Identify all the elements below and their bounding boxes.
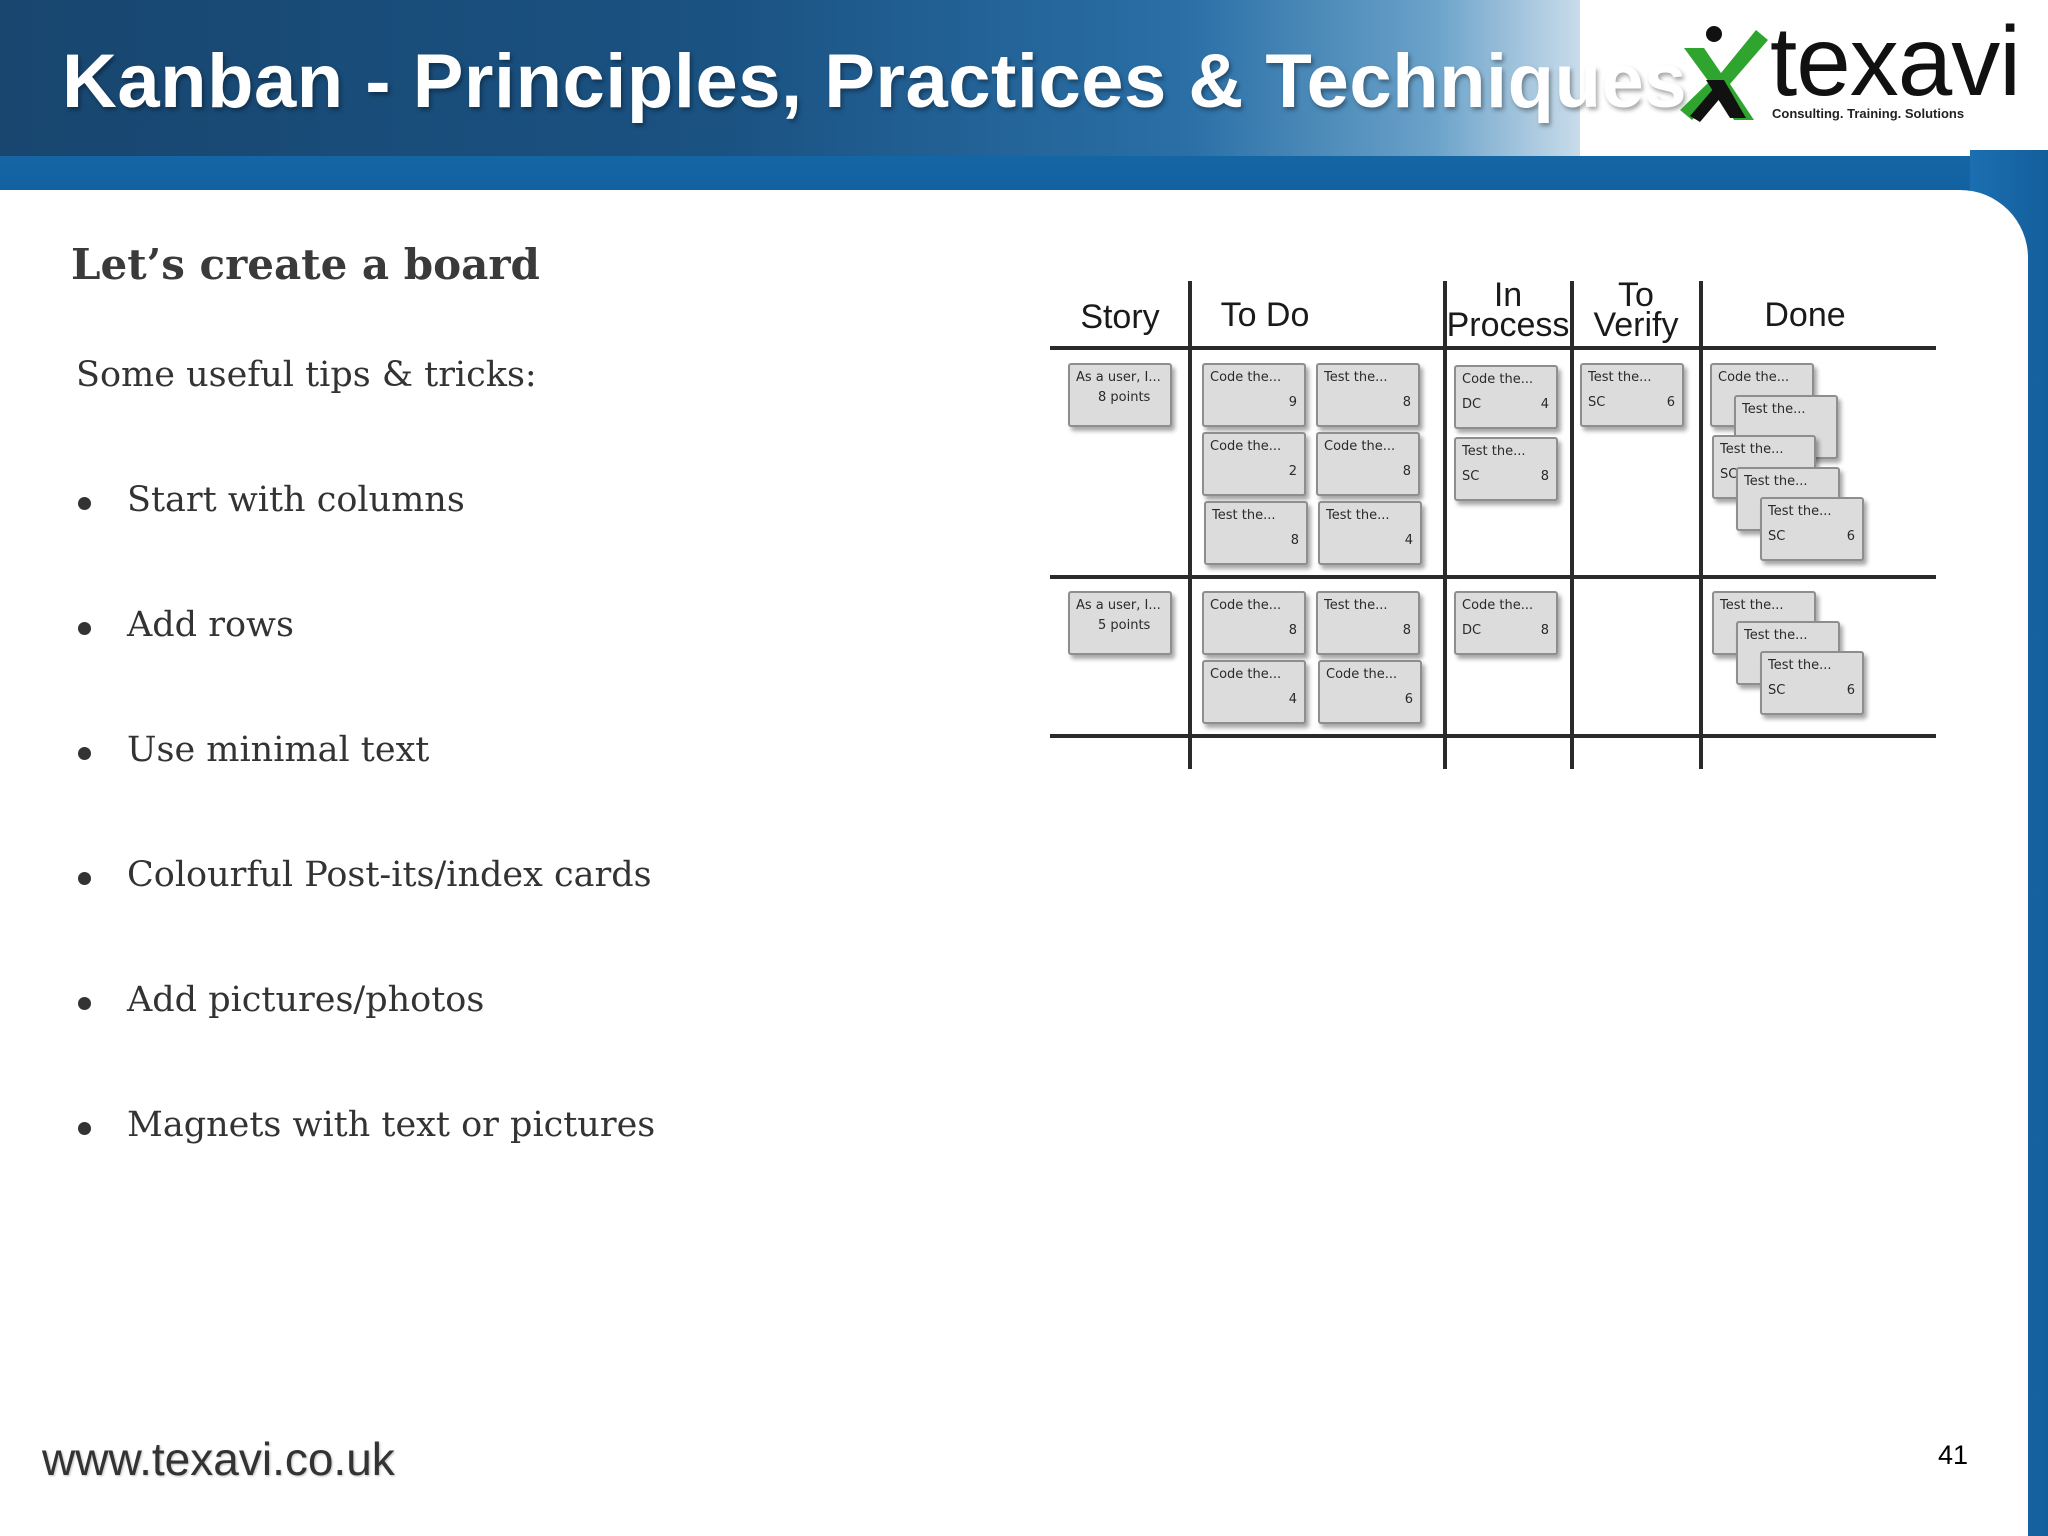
bullet-icon xyxy=(78,497,91,510)
column-header-todo: To Do xyxy=(1220,296,1310,334)
texavi-logo-icon xyxy=(1680,26,1768,122)
card: Code the...9 xyxy=(1202,363,1306,427)
page-number: 41 xyxy=(1938,1440,1969,1470)
card: Test the...8 xyxy=(1316,591,1420,655)
column-header-story: Story xyxy=(1080,298,1160,336)
logo-wordmark: texavi xyxy=(1770,6,2021,116)
column-header-done: Done xyxy=(1764,296,1846,334)
board-grid-lines xyxy=(1050,281,1936,769)
card: Code the...4 xyxy=(1202,660,1306,724)
card: As a user, I...5 points xyxy=(1068,591,1172,655)
card: Test the...8 xyxy=(1204,501,1308,565)
content-panel xyxy=(0,190,2028,1536)
logo-tagline: Consulting. Training. Solutions xyxy=(1772,106,1965,121)
column-header-to-verify: To Verify xyxy=(1593,276,1679,344)
intro-text: Some useful tips & tricks: xyxy=(76,355,537,395)
section-heading: Let’s create a board xyxy=(71,240,540,289)
column-header-in-process: In Process xyxy=(1446,276,1570,344)
footer-website: www.texavi.co.uk xyxy=(42,1433,395,1485)
logo-background xyxy=(1580,0,2020,156)
bullet-icon xyxy=(78,997,91,1010)
kanban-board-illustration: Story To Do In Process To Verify Done As… xyxy=(1050,275,1950,775)
card: As a user, I...8 points xyxy=(1068,363,1172,427)
card: Code the...8 xyxy=(1316,432,1420,496)
bullet-icon xyxy=(78,1122,91,1135)
card: Code the...8 xyxy=(1202,591,1306,655)
bullet-icon xyxy=(78,622,91,635)
bullet-icon xyxy=(78,747,91,760)
bullet-icon xyxy=(78,872,91,885)
slide-title: Kanban - Principles, Practices & Techniq… xyxy=(62,39,1688,124)
card: Test the...4 xyxy=(1318,501,1422,565)
card: Code the...2 xyxy=(1202,432,1306,496)
card: Test the...8 xyxy=(1316,363,1420,427)
card: Code the...6 xyxy=(1318,660,1422,724)
